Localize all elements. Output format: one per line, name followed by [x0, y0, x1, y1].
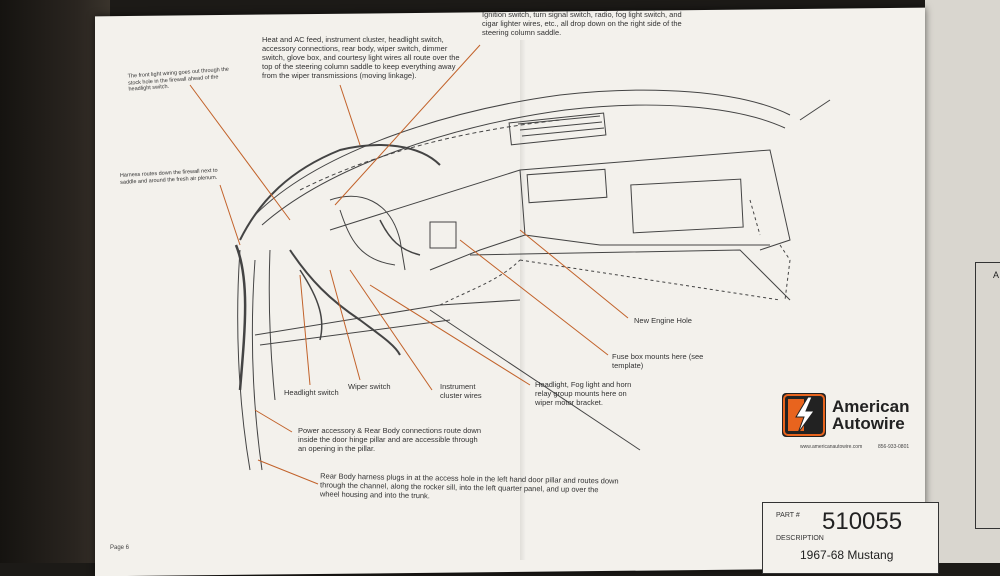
lightning-bolt-icon [782, 393, 826, 437]
next-page-box [975, 262, 1000, 529]
brand-url: www.americanautowire.com [800, 444, 863, 450]
brand-phone: 856-933-0801 [878, 444, 910, 450]
heat-ac-callout: Heat and AC feed, instrument cluster, he… [262, 35, 460, 80]
part-number: 510055 [822, 508, 903, 535]
next-page-letter: A [993, 270, 1000, 280]
wiring-diagram [189, 44, 831, 485]
power-accessory-callout: Power accessory & Rear Body connections … [298, 426, 482, 453]
part-info-box [762, 502, 939, 574]
headlight-switch-callout: Headlight switch [284, 388, 339, 397]
part-label: PART # [776, 512, 800, 519]
page-number: Page 6 [110, 545, 130, 551]
instrument-cluster-callout: Instrument cluster wires [440, 382, 482, 400]
new-engine-hole-callout: New Engine Hole [634, 316, 692, 325]
description-label: DESCRIPTION [776, 535, 824, 542]
next-page [925, 0, 1000, 563]
page-fold [520, 40, 526, 560]
american-autowire-logo: American Autowire [782, 393, 909, 437]
relay-group-callout: Headlight, Fog light and horn relay grou… [535, 380, 632, 407]
description-value: 1967-68 Mustang [800, 548, 894, 562]
rear-body-callout: Rear Body harness plugs in at the access… [319, 471, 619, 501]
wiper-switch-callout: Wiper switch [348, 382, 391, 391]
fuse-box-callout: Fuse box mounts here (see template) [612, 352, 704, 370]
background-table [0, 0, 110, 563]
brand-name: American Autowire [832, 397, 910, 433]
ignition-callout: Ignition switch, turn signal switch, rad… [482, 10, 682, 37]
